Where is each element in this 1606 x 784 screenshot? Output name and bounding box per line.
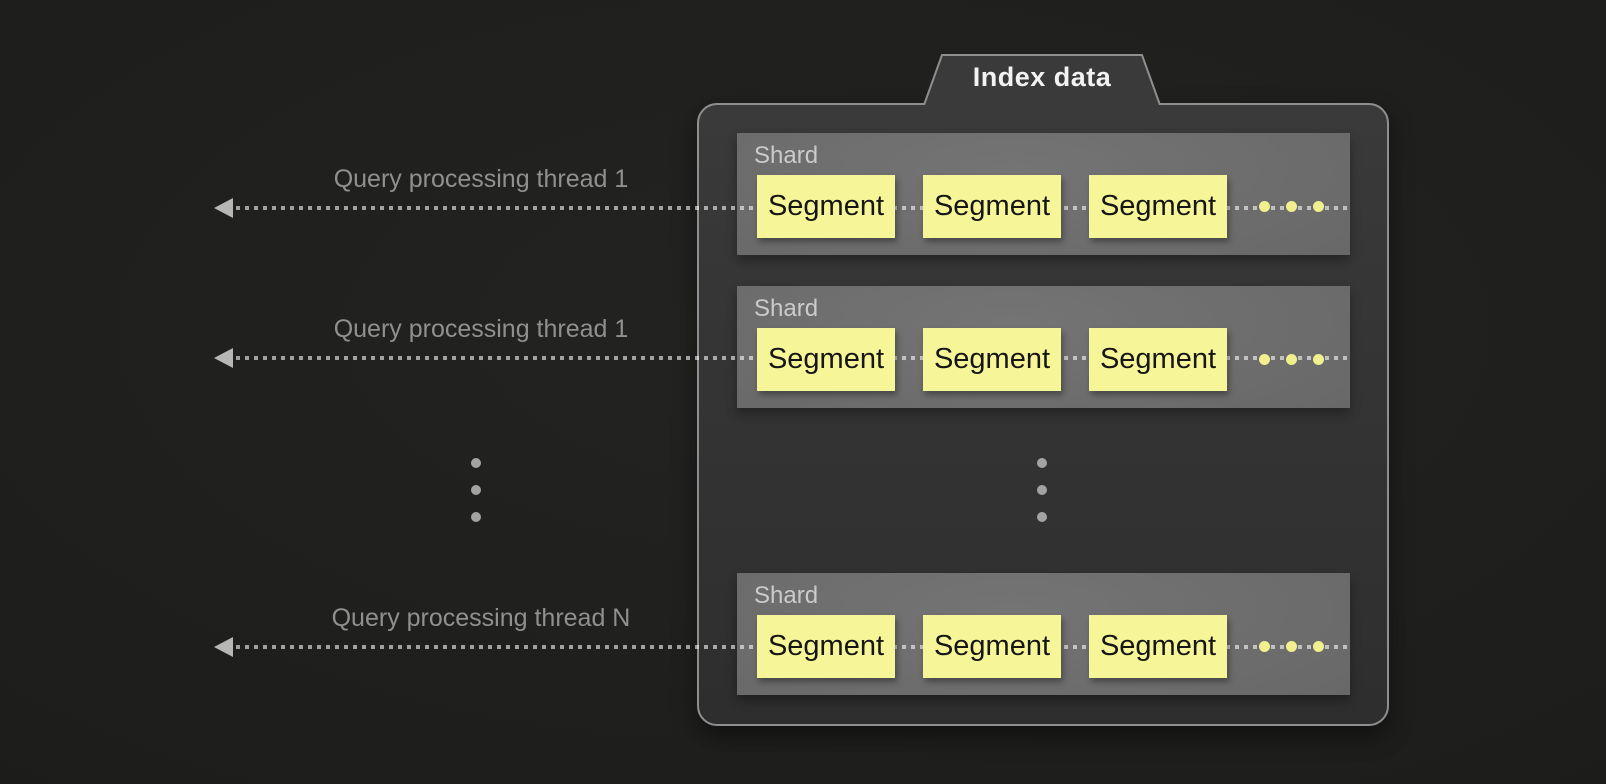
- segment-box: Segment: [1089, 615, 1227, 678]
- shard-label: Shard: [754, 295, 819, 322]
- arrow-left-icon: [214, 637, 233, 657]
- yellow-dot: [1259, 201, 1270, 212]
- gray-dot: [1037, 485, 1047, 495]
- yellow-dot: [1259, 354, 1270, 365]
- thread-label-3: Query processing thread N: [331, 604, 631, 632]
- horizontal-ellipsis-icon: [1259, 354, 1324, 365]
- segment-box: Segment: [1089, 175, 1227, 238]
- segment-group: Segment Segment Segment: [757, 615, 1227, 678]
- horizontal-ellipsis-icon: [1259, 201, 1324, 212]
- shard-row-2: Shard Segment Segment Segment: [737, 286, 1350, 408]
- index-data-tab: Index data: [922, 53, 1162, 105]
- segment-box: Segment: [923, 175, 1061, 238]
- yellow-dot: [1259, 641, 1270, 652]
- gray-dot: [471, 485, 481, 495]
- gray-dot: [1037, 512, 1047, 522]
- horizontal-ellipsis-icon: [1259, 641, 1324, 652]
- shard-row-3: Shard Segment Segment Segment: [737, 573, 1350, 695]
- segment-box: Segment: [923, 328, 1061, 391]
- vertical-ellipsis-icon: [1037, 458, 1047, 522]
- arrow-left-icon: [214, 198, 233, 218]
- segment-box: Segment: [923, 615, 1061, 678]
- segment-box: Segment: [757, 328, 895, 391]
- vertical-ellipsis-icon: [471, 458, 481, 522]
- shard-label: Shard: [754, 582, 819, 609]
- gray-dot: [471, 512, 481, 522]
- yellow-dot: [1286, 641, 1297, 652]
- segment-group: Segment Segment Segment: [757, 328, 1227, 391]
- thread-label-2: Query processing thread 1: [333, 315, 629, 343]
- segment-box: Segment: [757, 175, 895, 238]
- gray-dot: [471, 458, 481, 468]
- gray-dot: [1037, 458, 1047, 468]
- arrow-left-icon: [214, 348, 233, 368]
- segment-group: Segment Segment Segment: [757, 175, 1227, 238]
- yellow-dot: [1286, 354, 1297, 365]
- yellow-dot: [1313, 201, 1324, 212]
- tab-label: Index data: [972, 61, 1112, 92]
- segment-box: Segment: [1089, 328, 1227, 391]
- tab-shape-icon: [923, 54, 1161, 105]
- shard-label: Shard: [754, 142, 819, 169]
- thread-label-1: Query processing thread 1: [333, 165, 629, 193]
- segment-box: Segment: [757, 615, 895, 678]
- yellow-dot: [1286, 201, 1297, 212]
- yellow-dot: [1313, 354, 1324, 365]
- yellow-dot: [1313, 641, 1324, 652]
- shard-row-1: Shard Segment Segment Segment: [737, 133, 1350, 255]
